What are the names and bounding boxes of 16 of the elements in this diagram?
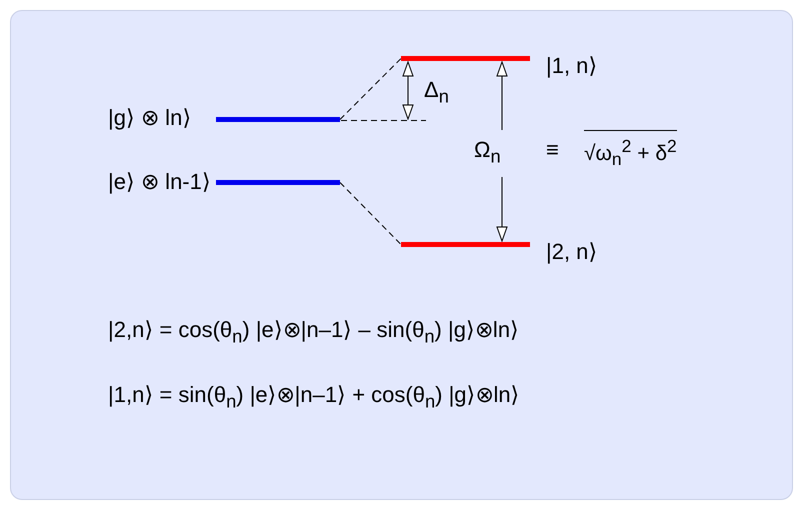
symbol-label: Δ$_{n}$ xyxy=(424,78,449,107)
formula: √ω$_{n}$$^{2}$ + δ$^{2}$ xyxy=(584,130,677,170)
state-label: |e⟩ ⊗ ln-1⟩ xyxy=(108,170,211,194)
energy-level-bar xyxy=(216,180,340,185)
equation: |2,n⟩ = cos(θ$_{n}$) |e⟩⊗|n–1⟩ – sin(θ$_{n}$) |g⟩⊗ln⟩ xyxy=(108,318,520,347)
state-label: |1, n⟩ xyxy=(546,54,598,78)
energy-level-bar xyxy=(216,117,340,122)
symbol-label: Ω$_{n}$ xyxy=(474,138,501,167)
symbol-label: ≡ xyxy=(546,138,559,162)
energy-level-bar xyxy=(401,56,530,61)
dashed-connector xyxy=(340,58,402,120)
equation: |1,n⟩ = sin(θ$_{n}$) |e⟩⊗|n–1⟩ + cos(θ$_{n}$) |g⟩⊗ln⟩ xyxy=(108,383,520,412)
dashed-connector xyxy=(340,182,402,245)
energy-level-bar xyxy=(401,242,530,247)
state-label: |2, n⟩ xyxy=(546,240,598,264)
state-label: |g⟩ ⊗ ln⟩ xyxy=(108,106,192,130)
